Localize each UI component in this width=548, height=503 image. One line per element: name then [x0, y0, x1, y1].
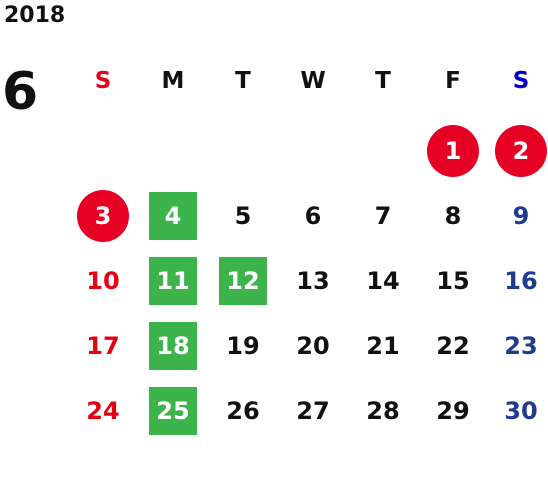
- calendar-day-21[interactable]: 21: [353, 321, 413, 371]
- holiday-marker: 1: [427, 125, 479, 177]
- day-number: 29: [436, 397, 470, 425]
- weekday-label: M: [161, 68, 185, 94]
- calendar-day-11[interactable]: 11: [143, 256, 203, 306]
- calendar-day-28[interactable]: 28: [353, 386, 413, 436]
- day-number: 30: [504, 397, 538, 425]
- weekday-label: S: [512, 68, 530, 94]
- calendar-day-20[interactable]: 20: [283, 321, 343, 371]
- day-number: 10: [86, 267, 120, 295]
- day-number: 16: [504, 267, 538, 295]
- calendar-year: 2018: [4, 3, 66, 28]
- calendar-day-2[interactable]: 2: [491, 125, 548, 177]
- calendar-day-24[interactable]: 24: [73, 386, 133, 436]
- calendar-day-10[interactable]: 10: [73, 256, 133, 306]
- calendar-day-27[interactable]: 27: [283, 386, 343, 436]
- day-number: 20: [296, 332, 330, 360]
- day-number: 13: [296, 267, 330, 295]
- day-number: 7: [374, 202, 392, 230]
- calendar-day-26[interactable]: 26: [213, 386, 273, 436]
- day-number: 9: [512, 202, 530, 230]
- calendar-day-22[interactable]: 22: [423, 321, 483, 371]
- day-number: 22: [436, 332, 470, 360]
- calendar-day-15[interactable]: 15: [423, 256, 483, 306]
- calendar-day-16[interactable]: 16: [491, 256, 548, 306]
- day-number: 2: [512, 137, 530, 165]
- calendar-day-13[interactable]: 13: [283, 256, 343, 306]
- day-number: 21: [366, 332, 400, 360]
- day-number: 12: [226, 267, 260, 295]
- calendar-day-3[interactable]: 3: [73, 190, 133, 242]
- event-marker: 4: [149, 192, 197, 240]
- day-number: 14: [366, 267, 400, 295]
- day-number: 11: [156, 267, 190, 295]
- weekday-label: S: [94, 68, 112, 94]
- weekday-label: T: [375, 68, 391, 94]
- day-number: 6: [304, 202, 322, 230]
- calendar-day-17[interactable]: 17: [73, 321, 133, 371]
- calendar-day-25[interactable]: 25: [143, 386, 203, 436]
- day-number: 27: [296, 397, 330, 425]
- day-number: 19: [226, 332, 260, 360]
- calendar-month: 6: [2, 62, 39, 122]
- calendar-day-30[interactable]: 30: [491, 386, 548, 436]
- calendar-day-23[interactable]: 23: [491, 321, 548, 371]
- day-number: 15: [436, 267, 470, 295]
- calendar-day-4[interactable]: 4: [143, 191, 203, 241]
- event-marker: 18: [149, 322, 197, 370]
- day-number: 25: [156, 397, 190, 425]
- holiday-marker: 2: [495, 125, 547, 177]
- calendar-day-7[interactable]: 7: [353, 191, 413, 241]
- calendar-day-1[interactable]: 1: [423, 125, 483, 177]
- calendar-day-14[interactable]: 14: [353, 256, 413, 306]
- day-number: 5: [234, 202, 252, 230]
- calendar-day-29[interactable]: 29: [423, 386, 483, 436]
- holiday-marker: 3: [77, 190, 129, 242]
- calendar-day-19[interactable]: 19: [213, 321, 273, 371]
- day-number: 24: [86, 397, 120, 425]
- calendar-day-9[interactable]: 9: [491, 191, 548, 241]
- day-number: 8: [444, 202, 462, 230]
- weekday-label: W: [300, 68, 326, 94]
- calendar-day-5[interactable]: 5: [213, 191, 273, 241]
- calendar-day-12[interactable]: 12: [213, 256, 273, 306]
- day-number: 3: [94, 202, 112, 230]
- event-marker: 11: [149, 257, 197, 305]
- weekday-label: F: [445, 68, 461, 94]
- day-number: 28: [366, 397, 400, 425]
- day-number: 23: [504, 332, 538, 360]
- weekday-label: T: [235, 68, 251, 94]
- day-number: 4: [164, 202, 182, 230]
- calendar-day-8[interactable]: 8: [423, 191, 483, 241]
- day-number: 18: [156, 332, 190, 360]
- day-number: 26: [226, 397, 260, 425]
- event-marker: 25: [149, 387, 197, 435]
- event-marker: 12: [219, 257, 267, 305]
- day-number: 17: [86, 332, 120, 360]
- day-number: 1: [444, 137, 462, 165]
- calendar-day-18[interactable]: 18: [143, 321, 203, 371]
- calendar-day-6[interactable]: 6: [283, 191, 343, 241]
